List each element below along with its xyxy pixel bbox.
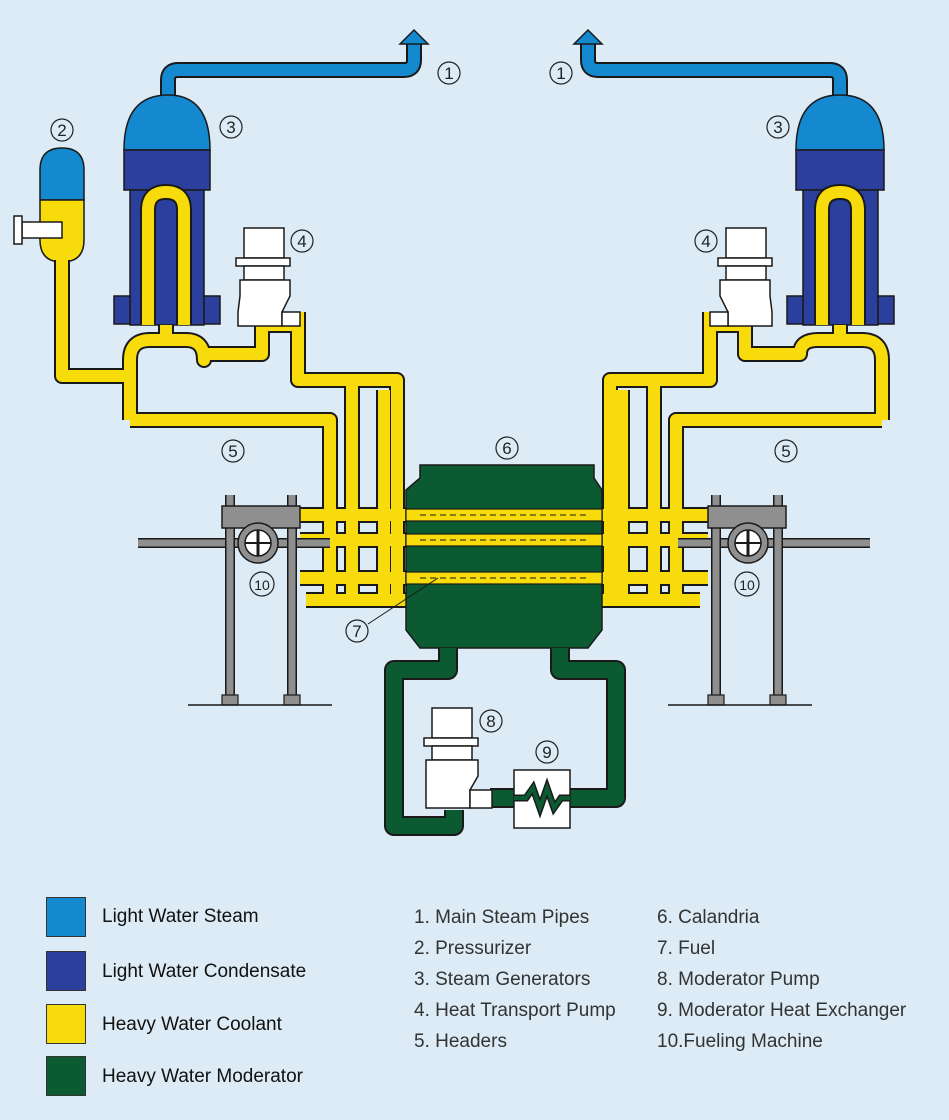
callout-4-left: 4 bbox=[290, 229, 314, 253]
component-key-left: 1. Main Steam Pipes 2. Pressurizer 3. St… bbox=[414, 902, 616, 1057]
fueling-machine-left bbox=[138, 495, 332, 706]
steam-arrow-left bbox=[398, 28, 430, 45]
key-item-9: 9. Moderator Heat Exchanger bbox=[657, 1000, 907, 1021]
svg-text:3: 3 bbox=[773, 118, 782, 137]
svg-text:5: 5 bbox=[781, 442, 790, 461]
key-item-7: 7. Fuel bbox=[657, 938, 716, 959]
svg-text:1: 1 bbox=[444, 64, 453, 83]
legend-item-coolant: Heavy Water Coolant bbox=[46, 1004, 386, 1044]
moderator-loop bbox=[384, 648, 626, 836]
svg-text:9: 9 bbox=[542, 743, 551, 762]
callout-6: 6 bbox=[495, 436, 519, 460]
key-item-1: 1. Main Steam Pipes bbox=[414, 907, 590, 928]
key-item-6: 6. Calandria bbox=[657, 907, 760, 928]
steam-generator-left bbox=[113, 94, 221, 326]
main-steam-pipes bbox=[160, 28, 848, 102]
svg-text:6: 6 bbox=[502, 439, 511, 458]
callout-10-left: 10 bbox=[249, 571, 275, 597]
callout-4-right: 4 bbox=[694, 229, 718, 253]
legend-label-steam: Light Water Steam bbox=[102, 906, 259, 927]
steam-arrow-right bbox=[572, 28, 604, 45]
steam-generator-right bbox=[786, 94, 895, 326]
key-item-5: 5. Headers bbox=[414, 1031, 507, 1052]
svg-text:10: 10 bbox=[254, 577, 270, 593]
legend-swatch-moderator bbox=[46, 1056, 86, 1096]
key-item-2: 2. Pressurizer bbox=[414, 938, 532, 959]
legend-item-steam: Light Water Steam bbox=[46, 897, 386, 937]
legend-swatch-steam bbox=[46, 897, 86, 937]
svg-text:1: 1 bbox=[556, 64, 565, 83]
callout-5-right: 5 bbox=[774, 439, 798, 463]
fueling-machine-right bbox=[668, 495, 870, 706]
svg-text:4: 4 bbox=[701, 232, 710, 251]
callout-3-left: 3 bbox=[219, 115, 243, 139]
legend-item-moderator: Heavy Water Moderator bbox=[46, 1056, 386, 1096]
key-item-3: 3. Steam Generators bbox=[414, 969, 591, 990]
callout-8: 8 bbox=[479, 709, 503, 733]
key-item-8: 8. Moderator Pump bbox=[657, 969, 820, 990]
fuel-leader-line bbox=[367, 577, 439, 625]
callout-3-right: 3 bbox=[766, 115, 790, 139]
callout-2: 2 bbox=[50, 118, 74, 142]
component-key-right: 6. Calandria 7. Fuel 8. Moderator Pump 9… bbox=[657, 902, 906, 1057]
key-item-10: 10.Fueling Machine bbox=[657, 1031, 823, 1052]
key-item-4: 4. Heat Transport Pump bbox=[414, 1000, 616, 1021]
svg-text:5: 5 bbox=[228, 442, 237, 461]
legend-item-condensate: Light Water Condensate bbox=[46, 951, 386, 991]
legend-label-condensate: Light Water Condensate bbox=[102, 961, 307, 982]
callout-1-left: 1 bbox=[437, 61, 461, 85]
legend-label-coolant: Heavy Water Coolant bbox=[102, 1014, 282, 1035]
svg-text:4: 4 bbox=[297, 232, 306, 251]
legend-swatch-condensate bbox=[46, 951, 86, 991]
svg-text:3: 3 bbox=[226, 118, 235, 137]
heat-transport-pump-right bbox=[709, 227, 773, 327]
heat-transport-pump-left bbox=[235, 227, 301, 327]
moderator-heat-exchanger bbox=[513, 769, 571, 829]
callout-1-right: 1 bbox=[549, 61, 573, 85]
calandria bbox=[405, 464, 603, 649]
callouts: 1 1 2 3 3 4 4 5 bbox=[50, 61, 798, 764]
svg-text:10: 10 bbox=[739, 577, 755, 593]
callout-5-left: 5 bbox=[221, 439, 245, 463]
svg-text:8: 8 bbox=[486, 712, 495, 731]
callout-10-right: 10 bbox=[734, 571, 760, 597]
svg-text:2: 2 bbox=[57, 121, 66, 140]
pressurizer bbox=[13, 147, 85, 263]
moderator-pump bbox=[423, 707, 493, 809]
legend-label-moderator: Heavy Water Moderator bbox=[102, 1066, 303, 1087]
svg-text:7: 7 bbox=[352, 622, 361, 641]
legend-swatch-coolant bbox=[46, 1004, 86, 1044]
callout-9: 9 bbox=[535, 740, 559, 764]
callout-7: 7 bbox=[345, 619, 369, 643]
